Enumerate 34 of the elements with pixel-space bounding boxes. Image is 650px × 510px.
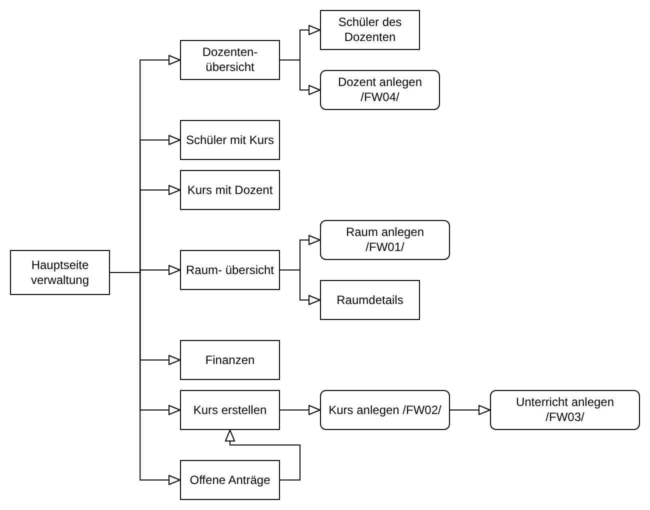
arrow xyxy=(280,270,320,305)
node-label: Kurs anlegen /FW02/ xyxy=(328,402,442,418)
node-label: Schüler mit Kurs xyxy=(186,132,274,148)
arrow xyxy=(225,430,300,480)
rounded-process-box xyxy=(320,70,440,110)
arrow xyxy=(280,60,320,95)
arrow xyxy=(280,405,320,415)
process-box xyxy=(10,250,110,295)
node-label: Kurs erstellen xyxy=(193,402,267,418)
process-box xyxy=(180,390,280,430)
node-label: Dozenten- übersicht xyxy=(201,45,259,75)
node-label: Raum- übersicht xyxy=(186,262,274,278)
rounded-process-box xyxy=(320,220,450,260)
node-label: Dozent anlegen /FW04/ xyxy=(336,75,424,105)
process-box xyxy=(180,40,280,80)
process-box xyxy=(180,340,280,380)
process-box xyxy=(180,460,280,500)
rounded-process-box xyxy=(320,390,450,430)
node-label: Schüler des Dozenten xyxy=(337,15,403,45)
node-label: Hauptseite verwaltung xyxy=(30,258,90,288)
process-box xyxy=(180,250,280,290)
process-box xyxy=(180,120,280,160)
process-box xyxy=(320,280,420,320)
node-label: Offene Anträge xyxy=(190,472,270,488)
node-label: Finanzen xyxy=(205,352,255,368)
node-label: Unterricht anlegen /FW03/ xyxy=(514,395,616,425)
node-label: Raumdetails xyxy=(336,292,404,308)
rounded-process-box xyxy=(490,390,640,430)
arrow xyxy=(450,405,490,415)
node-label: Kurs mit Dozent xyxy=(187,182,273,198)
process-box xyxy=(180,170,280,210)
arrow xyxy=(110,272,180,485)
process-box xyxy=(320,10,420,50)
node-label: Raum anlegen /FW01/ xyxy=(344,225,426,255)
